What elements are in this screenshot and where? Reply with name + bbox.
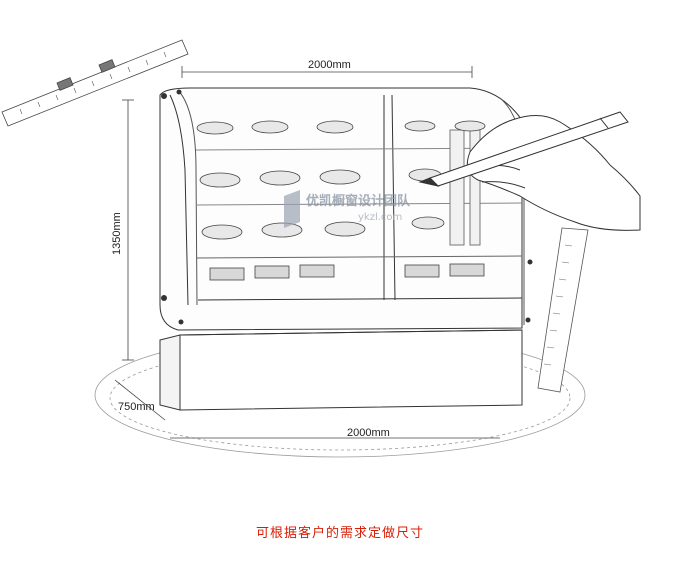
watermark: 优凯橱窗设计团队 ykzl.com xyxy=(284,190,411,228)
dimension-lines xyxy=(114,66,500,439)
right-ruler xyxy=(537,227,589,393)
watermark-url: ykzl.com xyxy=(358,212,402,223)
cabinet-knobs xyxy=(161,89,533,325)
dimension-depth: 750mm xyxy=(118,401,155,413)
pencil-icon xyxy=(418,111,629,187)
caption: 可根据客户的需求定做尺寸 xyxy=(255,526,424,541)
food-items xyxy=(196,120,486,281)
dimension-bottom-width: 2000mm xyxy=(347,427,390,439)
cabinet-base xyxy=(159,329,523,411)
dimension-height: 1350mm xyxy=(111,212,123,255)
watermark-text: 优凯橱窗设计团队 xyxy=(306,193,411,209)
dimension-top-width: 2000mm xyxy=(308,59,351,71)
ruler-icon xyxy=(1,39,189,127)
logo-icon xyxy=(284,190,300,228)
